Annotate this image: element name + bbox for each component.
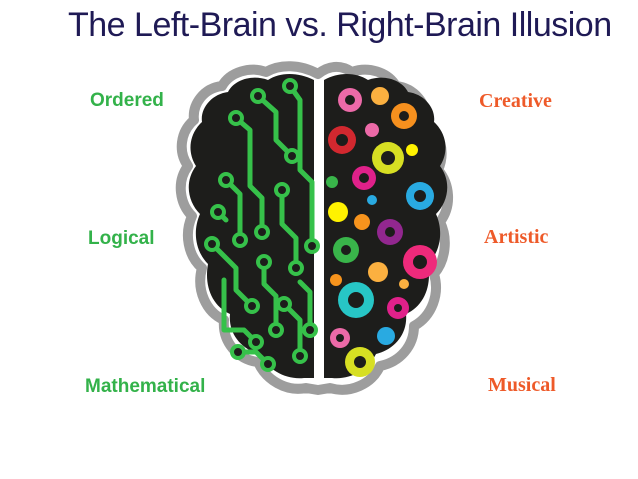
label-artistic: Artistic (484, 226, 549, 248)
color-swirls (326, 87, 437, 377)
label-musical: Musical (488, 374, 556, 396)
label-logical: Logical (88, 228, 155, 249)
slide-title: The Left-Brain vs. Right-Brain Illusion (68, 6, 612, 44)
label-ordered: Ordered (90, 90, 164, 111)
circuit-nodes (204, 78, 320, 372)
left-hemisphere (188, 74, 314, 379)
label-mathematical: Mathematical (85, 376, 206, 397)
label-creative: Creative (479, 90, 552, 112)
